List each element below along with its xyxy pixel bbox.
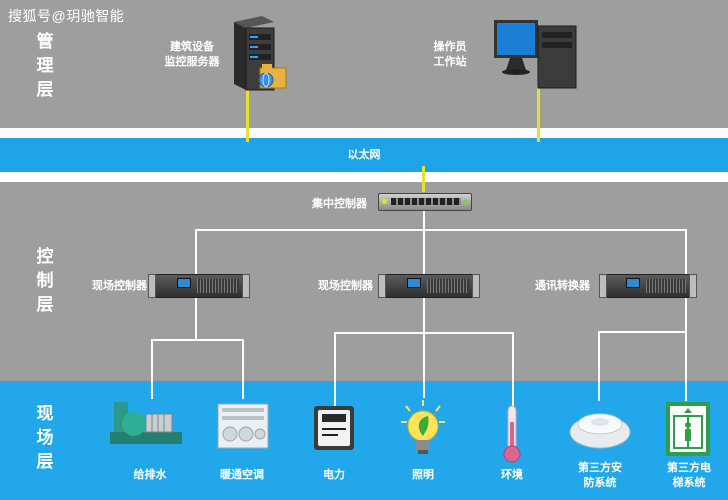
field-layer-label: 现场层 — [36, 404, 54, 471]
elevator-drop — [685, 331, 687, 401]
workstation-link-line — [537, 86, 540, 142]
environment-drop — [512, 332, 514, 408]
control-layer-label: 控制层 — [36, 247, 54, 314]
ethernet-band — [0, 138, 728, 172]
ethernet-label: 以太网 — [347, 149, 381, 161]
device-label-power: 电力 — [323, 469, 345, 481]
controller-2-down — [423, 298, 425, 333]
controller-1-down — [195, 298, 197, 340]
rack-controller-icon — [599, 274, 697, 298]
management-layer-label: 管理层 — [36, 32, 54, 99]
device-label-lighting: 照明 — [412, 469, 434, 481]
thermometer-icon — [503, 405, 521, 463]
central-link-line — [422, 166, 425, 192]
divider-bottom — [0, 172, 728, 182]
water-hvac-bus — [151, 339, 244, 341]
controller-1-drop — [195, 229, 197, 275]
watermark: 搜狐号@玥驰智能 — [8, 8, 125, 24]
pump-icon — [110, 402, 182, 444]
lighting-drop — [423, 332, 425, 398]
field-controller-2-label: 现场控制器 — [318, 280, 373, 292]
field-controller-1-label: 现场控制器 — [92, 280, 147, 292]
device-label-water: 给排水 — [133, 469, 167, 481]
converter-down — [685, 298, 687, 332]
central-drop-line — [423, 209, 425, 230]
central-controller-label: 集中控制器 — [312, 198, 367, 210]
control-bus-line — [195, 229, 687, 231]
controller-2-drop — [423, 229, 425, 275]
server-link-line — [246, 86, 249, 142]
smoke-detector-icon — [569, 413, 631, 449]
thirdparty-bus — [598, 331, 687, 333]
device-label-hvac: 暖通空调 — [220, 469, 264, 481]
workstation-icon — [494, 20, 577, 89]
power-drop — [334, 332, 336, 406]
converter-label: 通讯转换器 — [535, 280, 590, 292]
rack-controller-icon — [148, 274, 250, 298]
device-label-security: 第三方安 防系统 — [578, 462, 622, 489]
converter-drop — [685, 229, 687, 275]
device-label-elevator: 第三方电 梯系统 — [667, 462, 711, 489]
server-icon — [234, 16, 287, 91]
rack-controller-icon — [378, 274, 480, 298]
server-label: 建筑设备 监控服务器 — [164, 41, 220, 68]
workstation-label: 操作员 工作站 — [433, 41, 467, 68]
meter-icon — [314, 406, 354, 450]
hvac-drop — [242, 339, 244, 399]
security-drop — [598, 331, 600, 401]
water-drop — [151, 339, 153, 399]
elevator-icon — [666, 402, 710, 456]
bulb-icon — [401, 400, 445, 454]
device-label-environment: 环境 — [501, 469, 523, 481]
hvac-icon — [217, 403, 269, 449]
hub-icon — [378, 193, 472, 211]
divider-top — [0, 128, 728, 138]
